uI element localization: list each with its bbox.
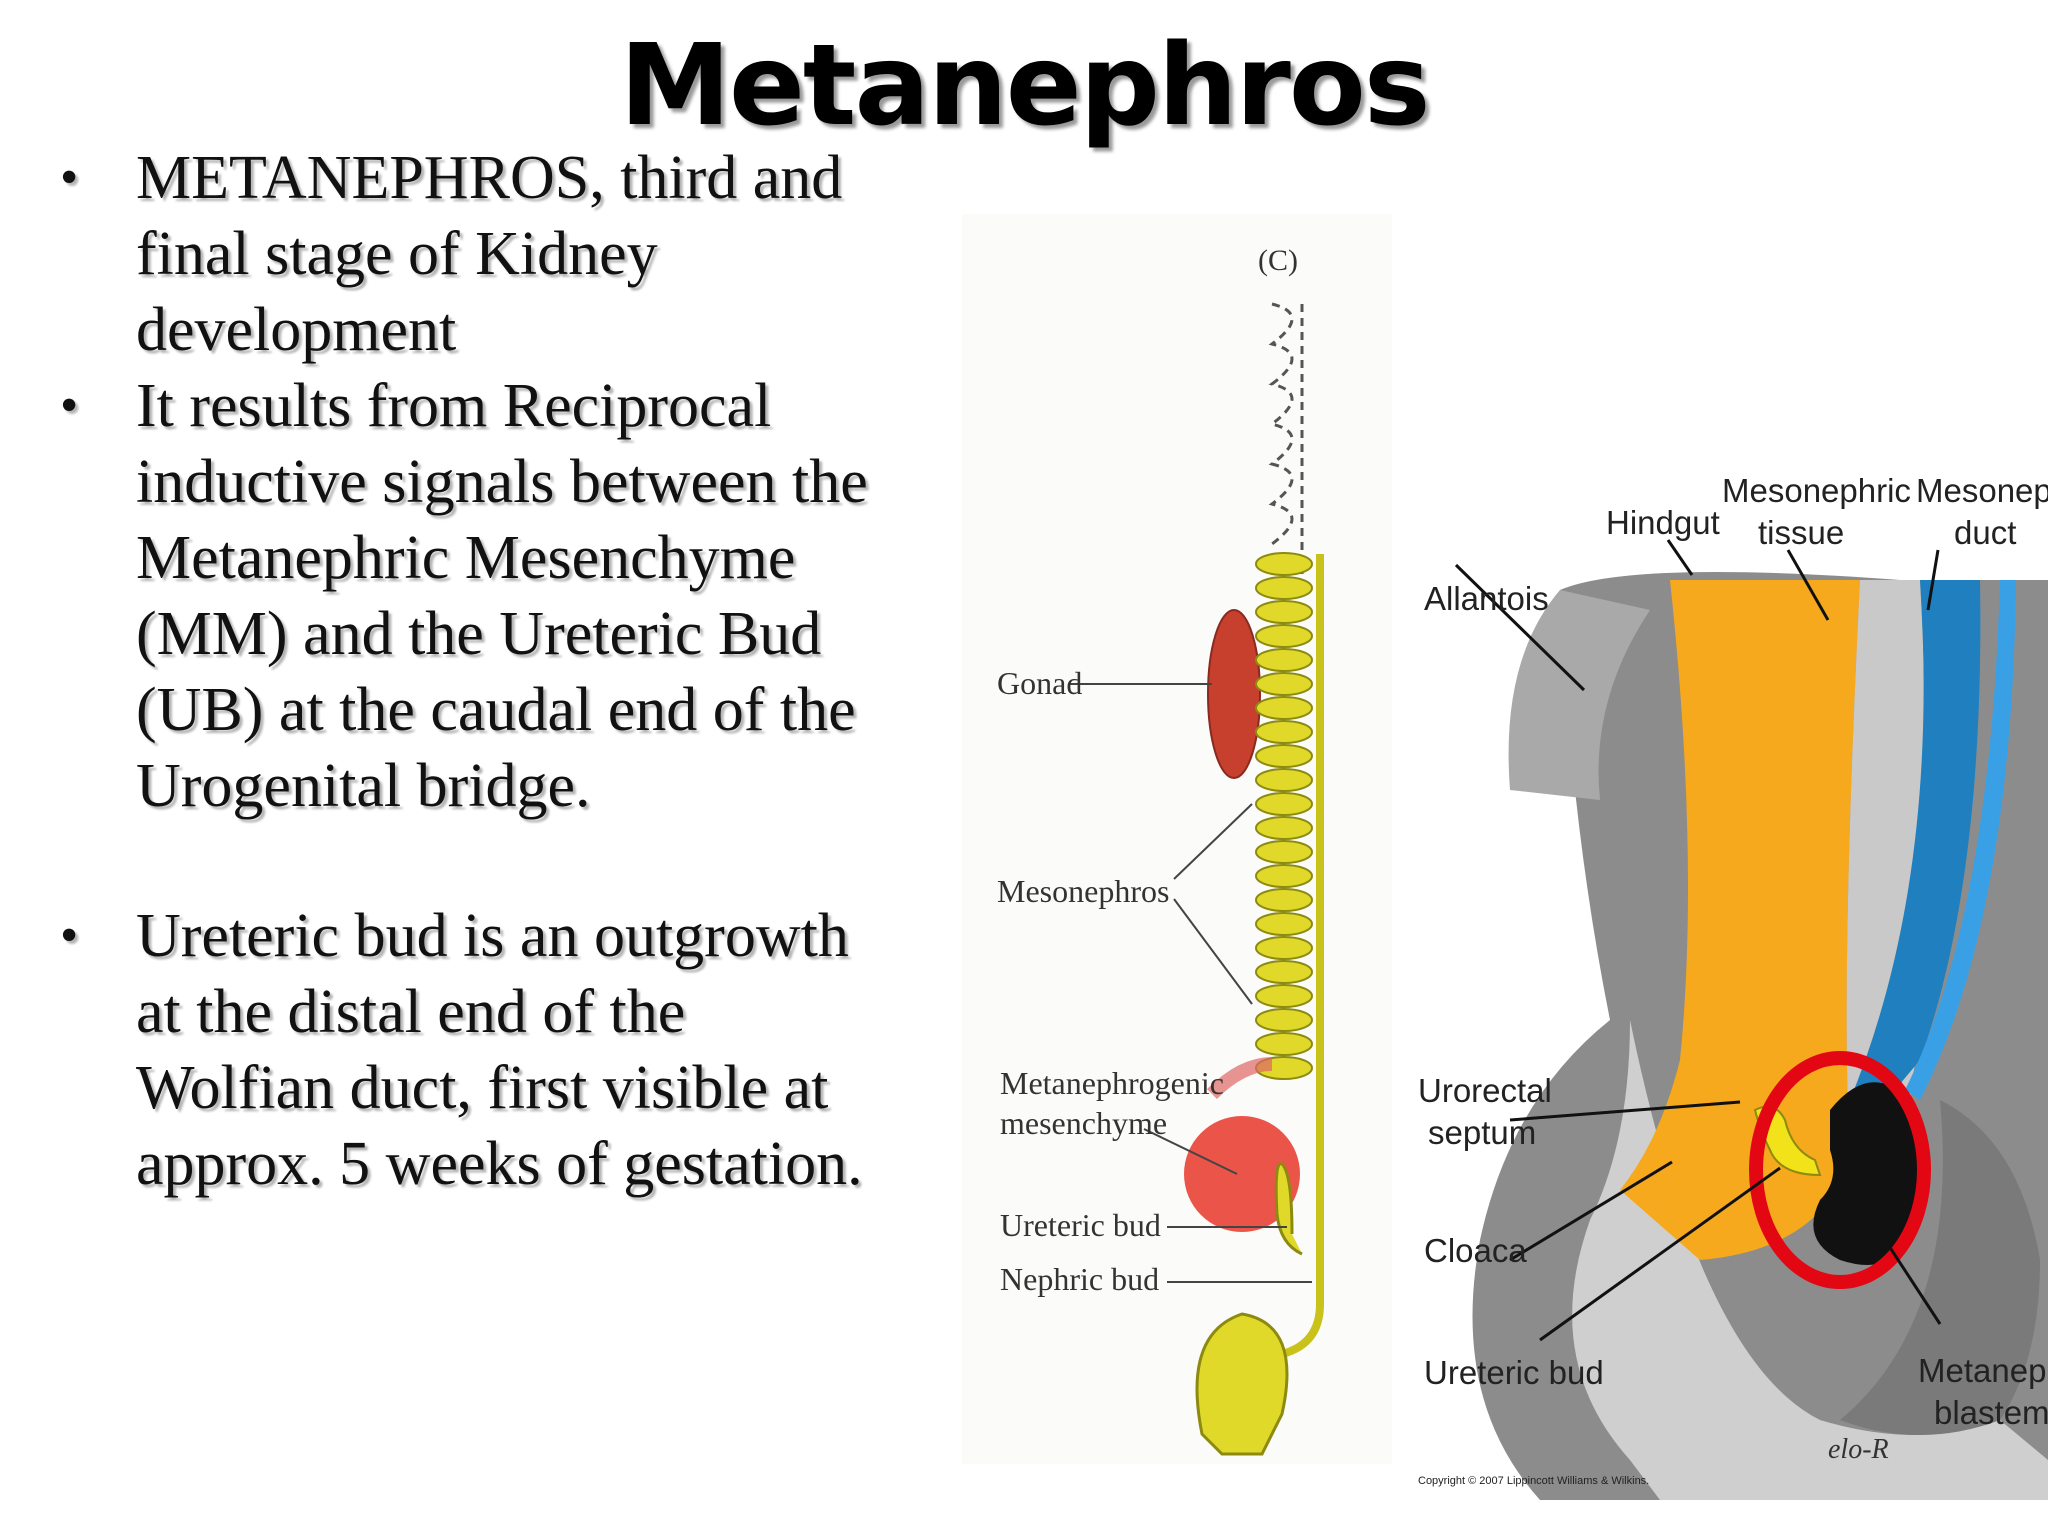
mesonephric-tubules [1255, 552, 1313, 1080]
bullet-dot-icon: • [60, 377, 79, 434]
mesonephric-tubule [1255, 792, 1313, 816]
mesonephric-tubule [1255, 696, 1313, 720]
label-hindgut: Hindgut [1606, 504, 1720, 541]
metanephrogenic-mesenchyme-shape [1184, 1116, 1300, 1232]
label-mesonephric-tissue-line1: Mesonephric [1722, 472, 1911, 509]
mesonephric-tubule [1255, 984, 1313, 1008]
metanephric-blastema-shape [1813, 1082, 1928, 1265]
mesonephric-tubule [1255, 864, 1313, 888]
label-mesonephric-duct-line1: Mesonephric [1916, 472, 2048, 509]
bullet-list: • METANEPHROS, third and final stage of … [52, 140, 892, 1202]
bullet-text: METANEPHROS, third and final stage of Ki… [136, 144, 843, 364]
mesonephric-tubule [1255, 744, 1313, 768]
mesonephric-tubule [1255, 912, 1313, 936]
label-mesonephros: Mesonephros [997, 873, 1169, 909]
label-metanephrogenic: Metanephrogenic [1000, 1065, 1224, 1101]
urogenital-ridge-diagram: (C) Gonad Mesonephros Metanephrogenic me… [962, 214, 1392, 1464]
mesonephric-tubule [1255, 600, 1313, 624]
bullet-text: It results from Reciprocal inductive sig… [136, 372, 868, 820]
copyright-text: Copyright © 2007 Lippincott Williams & W… [1418, 1475, 1649, 1487]
highlight-circle [1749, 1051, 1931, 1289]
label-mesonephric-duct-line2: duct [1954, 514, 2016, 551]
bullet-item: • METANEPHROS, third and final stage of … [52, 140, 892, 368]
mesonephric-tubule [1255, 624, 1313, 648]
mesonephric-tubule [1255, 720, 1313, 744]
mesonephric-tubule [1255, 648, 1313, 672]
mesonephric-tubule [1255, 888, 1313, 912]
panel-label: (C) [1258, 244, 1298, 277]
mesonephric-tubule [1255, 576, 1313, 600]
mesonephric-tubule [1255, 816, 1313, 840]
mesonephric-tubule [1255, 552, 1313, 576]
bullet-dot-icon: • [60, 149, 79, 206]
cloaca-shape [1195, 1312, 1289, 1456]
label-blastema-line2: blastema [1934, 1394, 2048, 1431]
mesonephric-tubule [1255, 768, 1313, 792]
label-blastema-line1: Metanephric [1918, 1352, 2048, 1389]
mesonephric-tubule [1255, 1008, 1313, 1032]
bullet-text: Ureteric bud is an outgrowth at the dist… [136, 902, 863, 1198]
bullet-item: • Ureteric bud is an outgrowth at the di… [52, 898, 892, 1202]
artist-signature: elo-R [1828, 1434, 1889, 1465]
mesonephric-tissue-blue [1850, 580, 1981, 1120]
page-title: Metanephros [619, 21, 1431, 151]
mesonephric-tubule [1255, 840, 1313, 864]
label-ureteric-bud: Ureteric bud [1000, 1207, 1161, 1243]
bullet-item: • It results from Reciprocal inductive s… [52, 368, 892, 898]
label-urorectal-line1: Urorectal [1418, 1072, 1552, 1109]
gonad-shape [1207, 609, 1261, 779]
mesonephric-tubule [1255, 960, 1313, 984]
label-allantois: Allantois [1424, 580, 1549, 617]
mesonephric-tubule [1255, 936, 1313, 960]
label-nephric-bud: Nephric bud [1000, 1261, 1159, 1297]
label-mesenchyme: mesenchyme [1000, 1105, 1167, 1141]
label-gonad: Gonad [997, 665, 1082, 701]
mesonephric-tubule [1255, 1032, 1313, 1056]
label-ureteric-bud: Ureteric bud [1424, 1354, 1604, 1391]
mesonephric-duct-blue [1905, 580, 2016, 1100]
pronephros-dashed [1268, 302, 1304, 574]
mesonephric-tubule [1255, 672, 1313, 696]
hindgut-orange [1620, 580, 1860, 1260]
label-mesonephric-tissue-line2: tissue [1758, 514, 1844, 551]
ureteric-bud-shape [1274, 1162, 1303, 1256]
bullet-dot-icon: • [60, 907, 79, 964]
label-cloaca: Cloaca [1424, 1232, 1527, 1269]
hindgut-cloaca-diagram: Hindgut Mesonephric tissue Mesonephric d… [1418, 472, 2048, 1500]
nephric-duct [1280, 554, 1324, 1358]
label-urorectal-line2: septum [1428, 1114, 1536, 1151]
